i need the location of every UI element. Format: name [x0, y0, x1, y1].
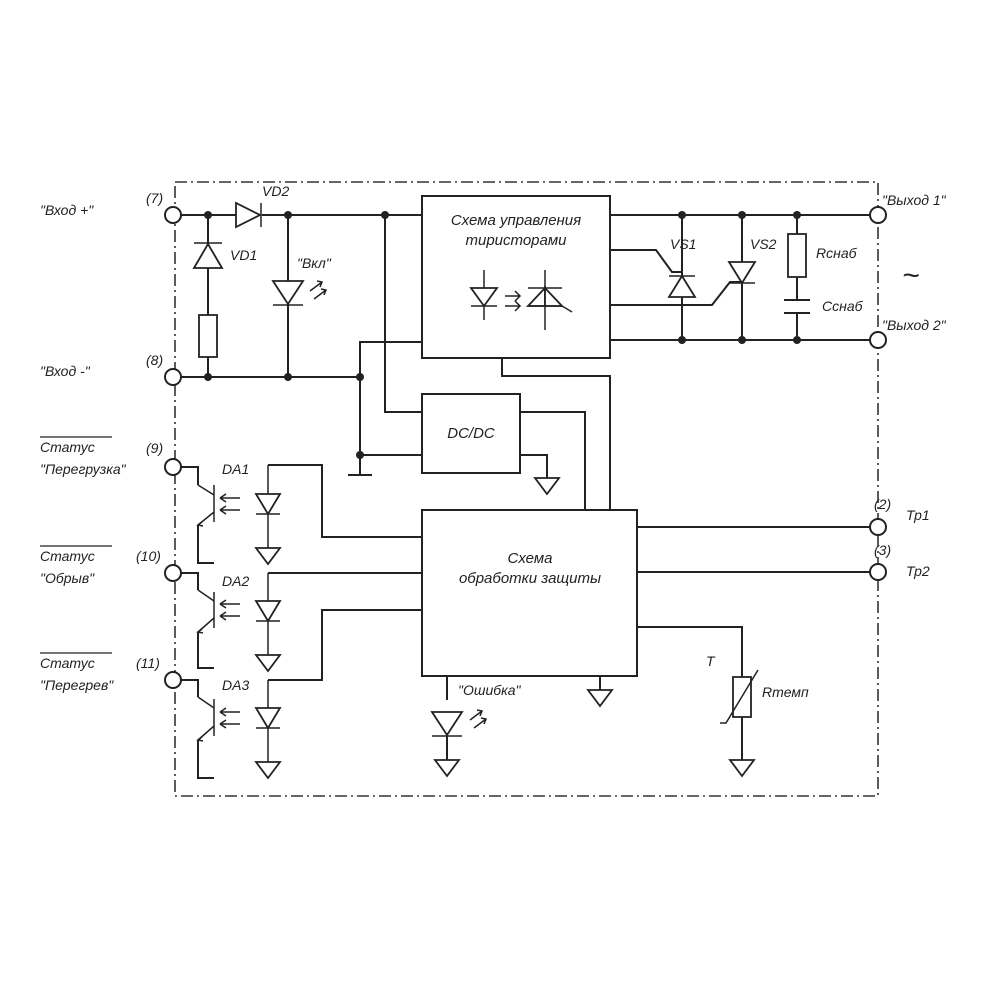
- da1-ground-icon: [255, 547, 281, 565]
- tp2-label: Тр2: [906, 563, 930, 579]
- out2-label: "Выход 2": [882, 317, 947, 333]
- status-overheat-status: Статус: [40, 655, 95, 671]
- tp1-label: Тр1: [906, 507, 930, 523]
- t-label: T: [706, 653, 716, 669]
- vd2-diode-icon: [235, 201, 263, 229]
- da1-optocoupler-icon: [196, 465, 282, 548]
- ac-symbol: ~: [902, 259, 920, 292]
- module-frame: [174, 181, 879, 797]
- csnab-label: Cснаб: [822, 298, 864, 314]
- terminal-out1: [869, 206, 887, 224]
- terminal-in-minus: [164, 368, 182, 386]
- protection-ground-icon: [587, 689, 613, 707]
- da2-ground-icon: [255, 654, 281, 672]
- protection-title-1: Схема: [508, 550, 553, 567]
- status-overheat-pin: (11): [136, 655, 160, 671]
- terminal-status-overheat: [164, 671, 182, 689]
- status-overload-status: Статус: [40, 439, 95, 455]
- da2-label: DA2: [222, 573, 249, 589]
- status-break-status: Статус: [40, 548, 95, 564]
- rsnab-resistor-icon: [787, 233, 807, 278]
- vd2-label: VD2: [262, 183, 289, 199]
- vs1-thyristor-icon: [667, 274, 697, 298]
- dcdc-label: DC/DC: [447, 425, 495, 442]
- da3-label: DA3: [222, 677, 249, 693]
- vd1-diode-icon: [192, 242, 224, 269]
- status-break-label: "Обрыв": [40, 570, 95, 586]
- thermistor-icon: [720, 669, 759, 724]
- in-minus-pin: (8): [146, 352, 163, 368]
- thermistor-ground-icon: [729, 759, 755, 777]
- da1-label: DA1: [222, 461, 249, 477]
- led-error-icon: [430, 709, 488, 737]
- led-error-ground-icon: [434, 759, 460, 777]
- in-plus-label: "Вход +": [40, 202, 94, 218]
- vs1-label: VS1: [670, 236, 696, 252]
- vs2-thyristor-icon: [727, 261, 757, 285]
- terminal-status-break: [164, 564, 182, 582]
- in-minus-label: "Вход -": [40, 363, 91, 379]
- terminal-in-plus: [164, 206, 182, 224]
- rsnab-label: Rснаб: [816, 245, 858, 261]
- da2-optocoupler-icon: [196, 573, 282, 655]
- thyristor-control-block: [421, 195, 611, 359]
- terminal-tp1: [869, 518, 887, 536]
- tp2-pin: (3): [874, 542, 891, 558]
- status-break-pin: (10): [136, 548, 161, 564]
- led-on-label: "Вкл": [297, 255, 332, 271]
- rtemp-label: Rтемп: [762, 684, 809, 700]
- terminal-out2: [869, 331, 887, 349]
- tp1-pin: (2): [874, 496, 891, 512]
- thyristor-control-title-2: тиристорами: [465, 232, 567, 249]
- ground-icon: [534, 477, 560, 495]
- protection-block: [421, 509, 638, 677]
- csnab-capacitor-icon: [784, 299, 810, 314]
- status-overheat-label: "Перегрев": [40, 677, 114, 693]
- da3-optocoupler-icon: [196, 680, 282, 762]
- terminal-status-overload: [164, 458, 182, 476]
- da3-ground-icon: [255, 761, 281, 779]
- optotriac-icon: [469, 270, 573, 330]
- status-overload-label: "Перегрузка": [40, 461, 127, 477]
- led-error-label: "Ошибка": [458, 682, 522, 698]
- protection-title-2: обработки защиты: [459, 570, 601, 587]
- resistor-icon: [198, 314, 218, 358]
- vs2-label: VS2: [750, 236, 777, 252]
- dcdc-block: [421, 393, 521, 474]
- terminal-tp2: [869, 563, 887, 581]
- thyristor-control-title-1: Схема управления: [451, 212, 581, 229]
- led-on-icon: [271, 280, 328, 306]
- in-plus-pin: (7): [146, 190, 163, 206]
- status-overload-pin: (9): [146, 440, 163, 456]
- vd1-label: VD1: [230, 247, 257, 263]
- out1-label: "Выход 1": [882, 192, 947, 208]
